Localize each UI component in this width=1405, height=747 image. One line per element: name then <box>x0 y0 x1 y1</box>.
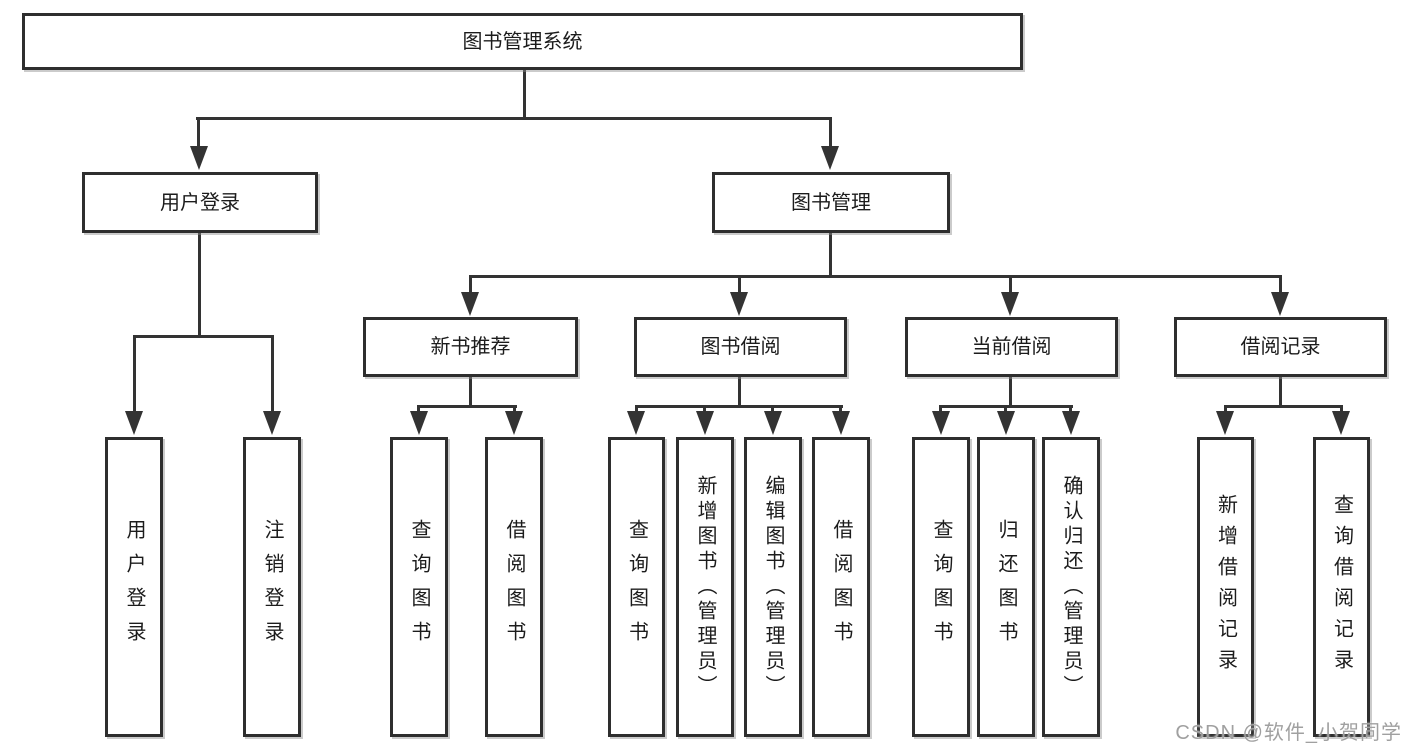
connector-line <box>829 233 832 278</box>
node-label: 当前借阅 <box>971 336 1052 358</box>
connector-line <box>738 275 741 295</box>
connector-line <box>635 405 843 408</box>
arrow-down-icon <box>832 411 850 435</box>
connector-line <box>829 117 832 149</box>
connector-line <box>771 405 774 414</box>
leaf-query-borrow-record: 查询借阅记录 <box>1313 437 1370 737</box>
leaf-edit-books-admin: 编辑图书（管理员） <box>744 437 802 737</box>
connector-line <box>703 405 706 414</box>
leaf-label: 新增图书（管理员） <box>694 474 716 700</box>
connector-line <box>196 117 832 120</box>
connector-line <box>1279 375 1282 407</box>
connector-line <box>1009 375 1012 407</box>
arrow-down-icon <box>461 292 479 316</box>
leaf-borrow-books-recommend: 借阅图书 <box>485 437 543 737</box>
arrow-down-icon <box>997 411 1015 435</box>
arrow-down-icon <box>1216 411 1234 435</box>
leaf-add-books-admin: 新增图书（管理员） <box>676 437 734 737</box>
connector-line <box>1279 275 1282 295</box>
leaf-confirm-return-admin: 确认归还（管理员） <box>1042 437 1100 737</box>
arrow-down-icon <box>627 411 645 435</box>
node-borrowing-records: 借阅记录 <box>1174 317 1387 377</box>
connector-line <box>738 375 741 407</box>
leaf-label: 查询图书 <box>930 519 952 655</box>
leaf-label: 查询图书 <box>625 519 648 655</box>
arrow-down-icon <box>1332 411 1350 435</box>
leaf-add-borrow-record: 新增借阅记录 <box>1197 437 1254 737</box>
arrow-down-icon <box>764 411 782 435</box>
connector-line <box>198 233 201 337</box>
arrow-down-icon <box>190 146 208 170</box>
node-library-management-system: 图书管理系统 <box>22 13 1023 70</box>
connector-line <box>418 405 517 408</box>
arrow-down-icon <box>125 411 143 435</box>
leaf-label: 借阅图书 <box>503 519 525 655</box>
connector-line <box>469 375 472 407</box>
leaf-logout: 注销登录 <box>243 437 301 737</box>
leaf-query-books-recommend: 查询图书 <box>390 437 448 737</box>
connector-line <box>271 335 274 413</box>
leaf-label: 用户登录 <box>123 519 145 655</box>
node-book-borrowing: 图书借阅 <box>634 317 847 377</box>
leaf-label: 确认归还（管理员） <box>1060 474 1082 700</box>
connector-line <box>635 405 638 414</box>
connector-line <box>1009 275 1012 295</box>
connector-line <box>1224 405 1227 414</box>
arrow-down-icon <box>263 411 281 435</box>
connector-line <box>1069 405 1072 414</box>
node-label: 借阅记录 <box>1240 336 1321 358</box>
node-current-borrowing: 当前借阅 <box>905 317 1118 377</box>
connector-line <box>1224 405 1343 408</box>
leaf-label: 借阅图书 <box>830 519 852 655</box>
leaf-borrow-books: 借阅图书 <box>812 437 870 737</box>
leaf-label: 归还图书 <box>995 519 1017 655</box>
node-label: 图书管理 <box>791 191 871 214</box>
node-book-management: 图书管理 <box>712 172 950 233</box>
arrow-down-icon <box>410 411 428 435</box>
leaf-label: 新增借阅记录 <box>1214 494 1237 680</box>
connector-line <box>939 405 942 414</box>
leaf-user-login: 用户登录 <box>105 437 163 737</box>
node-label: 新书推荐 <box>430 336 511 358</box>
leaf-label: 查询图书 <box>408 519 430 655</box>
leaf-label: 查询借阅记录 <box>1330 494 1353 680</box>
arrow-down-icon <box>730 292 748 316</box>
connector-line <box>469 275 472 295</box>
leaf-label: 注销登录 <box>261 519 283 655</box>
connector-line <box>1340 405 1343 414</box>
connector-line <box>523 70 526 120</box>
node-new-book-recommend: 新书推荐 <box>363 317 578 377</box>
leaf-query-books-current: 查询图书 <box>912 437 970 737</box>
arrow-down-icon <box>1001 292 1019 316</box>
node-label: 图书借阅 <box>700 336 781 358</box>
arrow-down-icon <box>821 146 839 170</box>
connector-line <box>197 117 200 149</box>
arrow-down-icon <box>1271 292 1289 316</box>
leaf-return-books: 归还图书 <box>977 437 1035 737</box>
connector-line <box>839 405 842 414</box>
csdn-watermark: CSDN @软件_小贺同学 <box>1175 722 1402 744</box>
connector-line <box>133 335 274 338</box>
arrow-down-icon <box>505 411 523 435</box>
node-label: 图书管理系统 <box>462 30 583 53</box>
connector-line <box>513 405 516 414</box>
leaf-query-books-borrowing: 查询图书 <box>608 437 665 737</box>
arrow-down-icon <box>696 411 714 435</box>
node-label: 用户登录 <box>160 191 240 214</box>
arrow-down-icon <box>932 411 950 435</box>
node-user-login: 用户登录 <box>82 172 318 233</box>
connector-line <box>1004 405 1007 414</box>
connector-line <box>417 405 420 414</box>
leaf-label: 编辑图书（管理员） <box>762 474 784 700</box>
connector-line <box>469 275 1282 278</box>
connector-line <box>133 335 136 413</box>
arrow-down-icon <box>1062 411 1080 435</box>
